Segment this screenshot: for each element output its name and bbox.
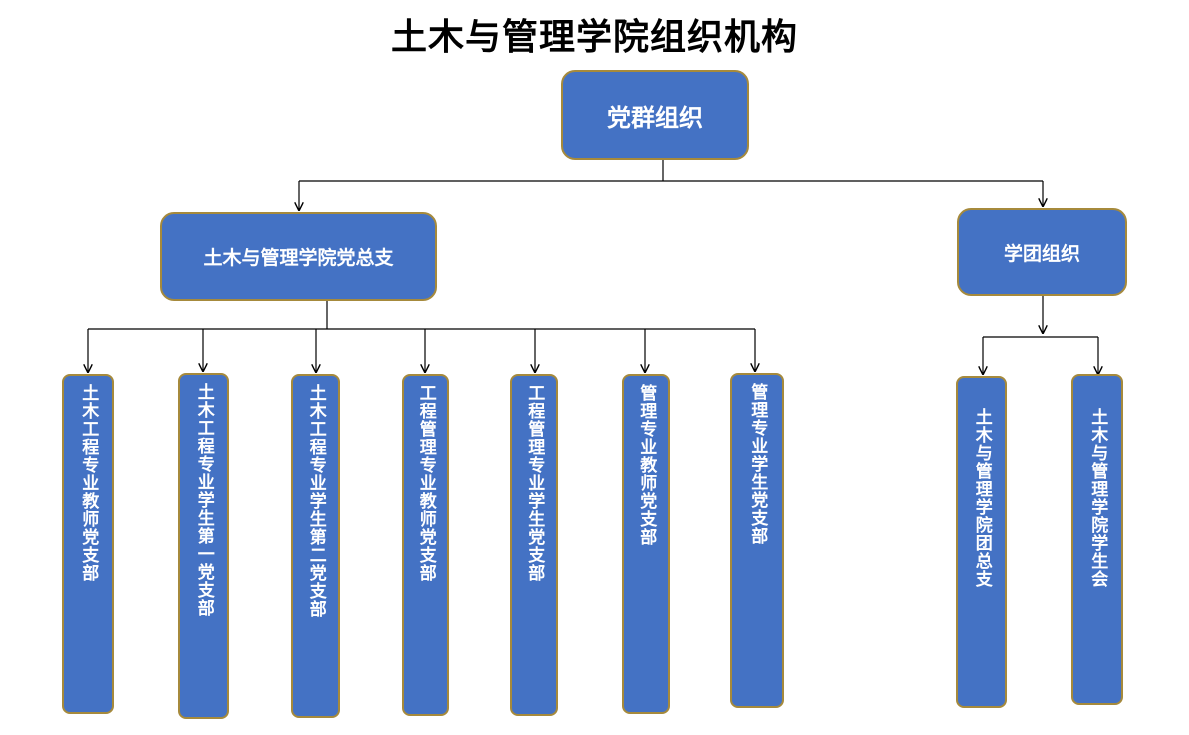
node-child-1-4: 工程管理专业教师党支部: [402, 374, 449, 716]
node-child-1-2: 土木工程专业学生第一党支部: [178, 373, 229, 719]
node-root-label: 党群组织: [607, 103, 703, 132]
node-child-1-3-label: 土木工程专业学生第二党支部: [305, 384, 326, 618]
node-child-1-5-label: 工程管理专业学生党支部: [524, 384, 545, 582]
page-title: 土木与管理学院组织机构: [390, 17, 798, 58]
node-child-1-3: 土木工程专业学生第二党支部: [291, 374, 340, 718]
node-child-1-4-label: 工程管理专业教师党支部: [415, 384, 436, 582]
node-branch-2: 学团组织: [957, 208, 1127, 296]
node-child-1-1: 土木工程专业教师党支部: [62, 374, 114, 714]
node-branch-2-label: 学团组织: [1003, 242, 1080, 265]
node-branch-1: 土木与管理学院党总支: [160, 212, 437, 301]
node-child-2-2: 土木与管理学院学生会: [1071, 374, 1123, 705]
node-root: 党群组织: [561, 70, 749, 160]
node-child-1-6-label: 管理专业教师党支部: [636, 384, 657, 546]
node-child-1-1-label: 土木工程专业教师党支部: [78, 384, 99, 582]
node-child-1-2-label: 土木工程专业学生第一党支部: [193, 383, 214, 617]
node-child-2-1: 土木与管理学院团总支: [956, 376, 1007, 708]
node-branch-1-label: 土木与管理学院党总支: [203, 247, 394, 269]
node-child-2-2-label: 土木与管理学院学生会: [1087, 408, 1108, 588]
node-child-1-5: 工程管理专业学生党支部: [510, 374, 558, 716]
node-child-1-7-label: 管理专业学生党支部: [747, 383, 768, 545]
node-child-1-7: 管理专业学生党支部: [730, 373, 784, 708]
node-child-2-1-label: 土木与管理学院团总支: [971, 408, 992, 588]
node-child-1-6: 管理专业教师党支部: [622, 374, 670, 714]
